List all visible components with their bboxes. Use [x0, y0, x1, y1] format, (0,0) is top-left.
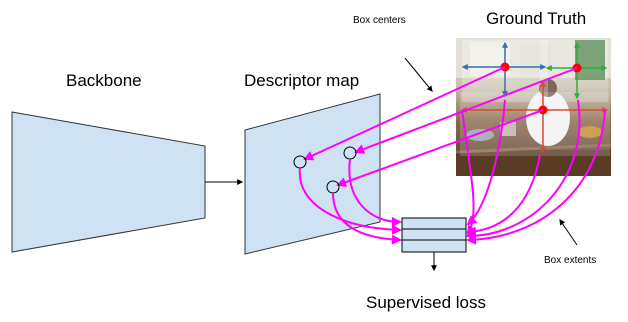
center-to-descriptor-arrows: [303, 66, 578, 187]
descriptor-map-label: Descriptor map: [244, 71, 360, 90]
descriptor-map-block: [244, 93, 381, 255]
box-centers-pointer: [404, 57, 433, 92]
supervised-loss-label: Supervised loss: [366, 293, 487, 312]
loss-table: [401, 217, 467, 253]
box-extents-pointer: [559, 219, 578, 246]
extent-to-loss-arrows: [461, 99, 606, 245]
backbone-label: Backbone: [66, 71, 142, 90]
descriptor-to-loss-arrows: [298, 158, 402, 245]
backbone-block: [11, 111, 206, 253]
box-centers-label: Box centers: [353, 15, 406, 26]
ground-truth-title: Ground Truth: [486, 9, 587, 28]
box-extents-label: Box extents: [544, 255, 597, 266]
ground-truth-photo: [455, 38, 612, 176]
